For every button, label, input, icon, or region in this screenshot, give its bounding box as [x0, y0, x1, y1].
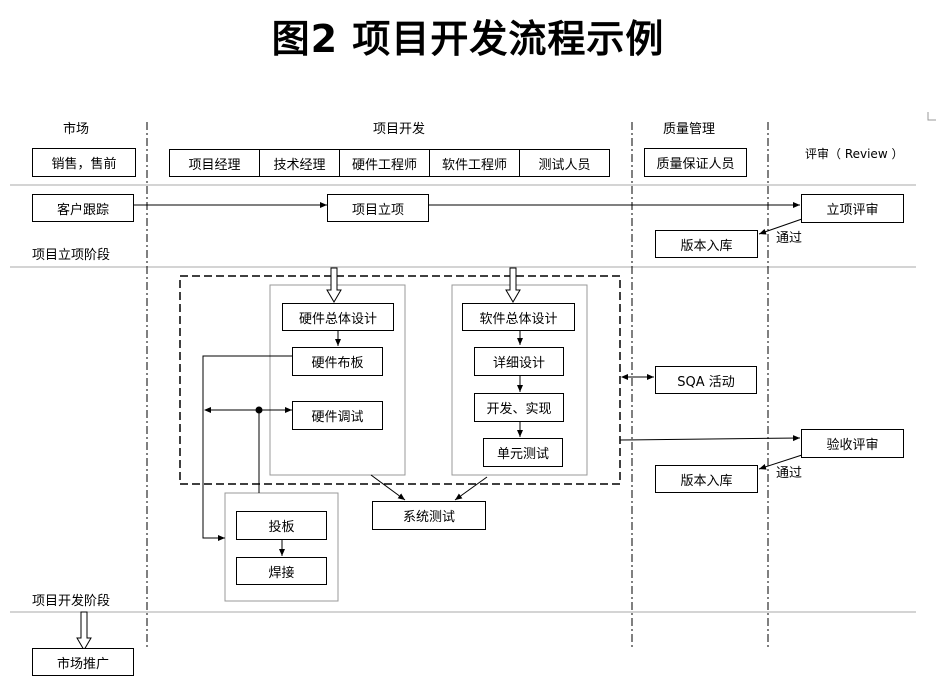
column-header-review: 评审（ Review ） — [805, 147, 904, 161]
hollow-arrow-sw — [505, 267, 521, 303]
column-header-dev: 项目开发 — [373, 122, 426, 137]
arrow-review-to-archive-1 — [758, 218, 803, 235]
node-market-promotion: 市场推广 — [32, 648, 134, 676]
hollow-arrow-hw — [326, 267, 342, 303]
role-group-dev: 项目经理 技术经理 硬件工程师 软件工程师 测试人员 — [169, 149, 610, 177]
page-corner-mark — [927, 112, 936, 121]
role-cell-hw-engineer: 硬件工程师 — [340, 150, 430, 176]
node-develop-implement: 开发、实现 — [474, 393, 564, 422]
node-unit-test: 单元测试 — [483, 438, 563, 467]
node-board-casting: 投板 — [236, 511, 327, 540]
role-cell-project-manager: 项目经理 — [170, 150, 260, 176]
role-box-qa: 质量保证人员 — [644, 148, 747, 177]
node-version-archive-1: 版本入库 — [655, 230, 758, 258]
column-header-qa: 质量管理 — [663, 122, 716, 137]
node-system-test: 系统测试 — [372, 501, 486, 530]
label-pass-1: 通过 — [776, 231, 803, 246]
production-group-frame — [224, 492, 339, 602]
node-customer-tracking: 客户跟踪 — [32, 194, 134, 222]
role-box-market: 销售，售前 — [32, 148, 136, 177]
node-detailed-design: 详细设计 — [474, 347, 564, 376]
hollow-arrow-market — [76, 611, 92, 651]
arrow-layout-to-board — [202, 355, 292, 541]
junction-dot — [255, 406, 263, 414]
arrow-sw-to-system-test — [454, 476, 488, 501]
node-project-setup: 项目立项 — [327, 194, 429, 222]
diagram-title: 图2 项目开发流程示例 — [271, 17, 665, 61]
node-hw-overall-design: 硬件总体设计 — [282, 303, 394, 331]
node-sqa-activity: SQA 活动 — [655, 366, 757, 394]
node-soldering: 焊接 — [236, 557, 327, 585]
role-cell-sw-engineer: 软件工程师 — [430, 150, 520, 176]
label-pass-2: 通过 — [776, 466, 803, 481]
stage-label-development: 项目开发阶段 — [32, 594, 111, 609]
arrow-dev-to-acceptance — [619, 435, 801, 442]
role-cell-tester: 测试人员 — [538, 157, 591, 173]
software-group-frame — [451, 284, 588, 476]
node-sw-overall-design: 软件总体设计 — [462, 303, 575, 331]
arrow-acceptance-to-archive-2 — [758, 454, 803, 470]
node-hw-layout: 硬件布板 — [292, 347, 383, 376]
node-hw-debug: 硬件调试 — [292, 401, 383, 430]
node-acceptance-review: 验收评审 — [801, 429, 904, 458]
node-version-archive-2: 版本入库 — [655, 465, 758, 493]
development-region — [179, 275, 621, 485]
arrow-hw-to-system-test — [370, 474, 406, 501]
role-cell-tech-manager: 技术经理 — [260, 150, 340, 176]
stage-label-initiation: 项目立项阶段 — [32, 248, 111, 263]
column-header-market: 市场 — [63, 122, 90, 137]
node-setup-review: 立项评审 — [801, 194, 904, 223]
